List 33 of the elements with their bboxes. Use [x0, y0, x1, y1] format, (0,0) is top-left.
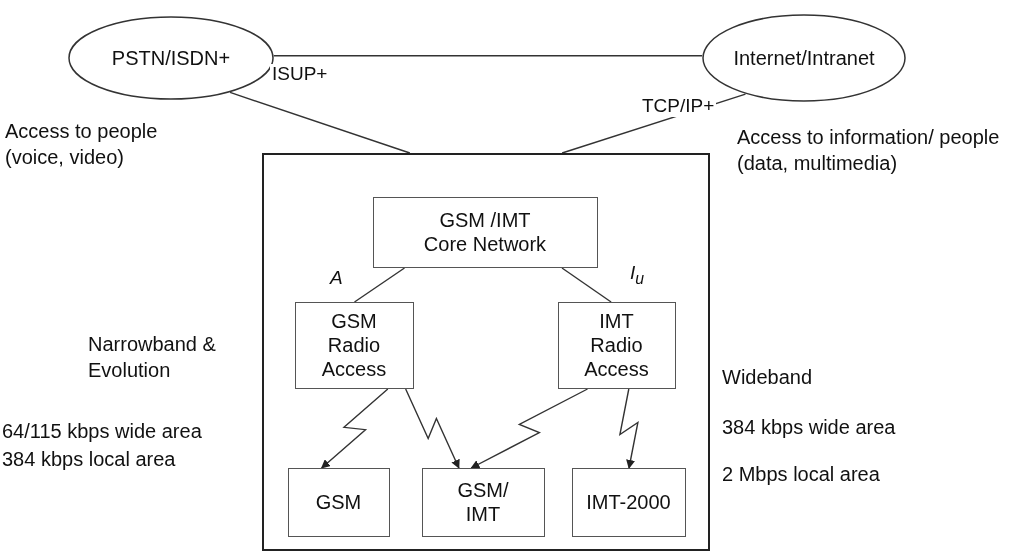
radio-link-arrow — [320, 388, 389, 469]
side-note: 2 Mbps local area — [722, 462, 880, 487]
system-frame — [262, 153, 710, 551]
node-label: Internet/Intranet — [733, 46, 875, 70]
node-caption: Access to information/ people (data, multimedia) — [737, 125, 1001, 176]
connector-line — [561, 267, 612, 303]
node-label: GSM Radio Access — [320, 309, 388, 381]
side-note: Wideband — [722, 365, 813, 390]
network-ellipse — [68, 16, 274, 100]
edge-label: TCP/IP+ — [640, 96, 717, 117]
process-box — [421, 467, 545, 537]
node-label: IMT-2000 — [586, 490, 671, 514]
connector-line — [273, 55, 703, 57]
process-box — [372, 196, 598, 268]
process-box — [294, 301, 414, 389]
node-label: IMT Radio Access — [583, 309, 650, 381]
process-box — [557, 301, 676, 389]
connector-line — [229, 91, 411, 154]
radio-link-arrow — [404, 388, 460, 469]
node-label: PSTN/ISDN+ — [111, 46, 231, 70]
node-label: GSM /IMT Core Network — [422, 208, 548, 256]
side-note: 64/115 kbps wide area — [2, 419, 202, 444]
process-box — [287, 467, 390, 537]
node-label: GSM — [315, 490, 362, 514]
node-label: GSM/ IMT — [456, 478, 510, 526]
radio-link-arrow — [618, 388, 639, 469]
node-caption: Access to people (voice, video) — [5, 119, 159, 170]
radio-link-arrow — [470, 388, 589, 469]
side-note: Narrowband & Evolution — [88, 332, 217, 383]
side-note: 384 kbps wide area — [722, 415, 896, 440]
process-box — [571, 467, 686, 537]
side-note: 384 kbps local area — [2, 447, 176, 472]
connector-line — [353, 267, 406, 303]
